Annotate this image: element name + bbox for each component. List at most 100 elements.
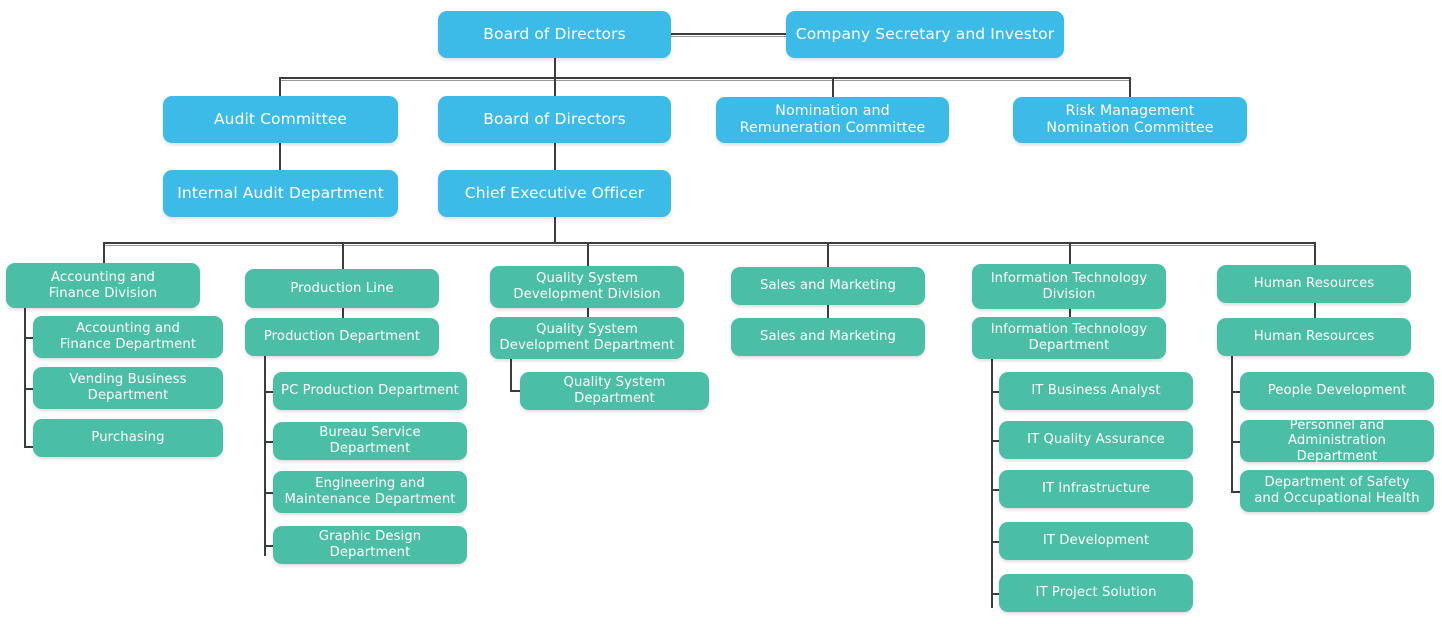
connector-committee-bus [279, 77, 1131, 79]
node-production-department[interactable]: Production Department [245, 318, 439, 356]
connector-quality-department-spine [510, 359, 512, 391]
node-label: Personnel and Administration Department [1246, 418, 1428, 465]
node-graphic-design-department[interactable]: Graphic Design Department [273, 526, 467, 564]
node-label-line-2: and Occupational Health [1254, 491, 1420, 506]
node-purchasing[interactable]: Purchasing [33, 419, 223, 457]
node-label: Graphic Design Department [318, 529, 422, 560]
node-production-line[interactable]: Production Line [245, 269, 439, 308]
connector-graphic-design-elbow [264, 545, 274, 547]
connector-it-development-elbow [991, 541, 1001, 543]
connector-drop-nomination [832, 77, 834, 97]
node-engineering-and-maintenance-department[interactable]: Engineering and Maintenance Department [273, 471, 467, 513]
node-human-resources-department[interactable]: Human Resources [1217, 318, 1411, 356]
node-label: Board of Directors [483, 110, 626, 129]
node-it-development[interactable]: IT Development [999, 522, 1193, 560]
node-chief-executive-officer[interactable]: Chief Executive Officer [438, 170, 671, 217]
node-accounting-and-finance-department[interactable]: Accounting and Finance Department [33, 316, 223, 358]
node-board-of-directors-second[interactable]: Board of Directors [438, 96, 671, 143]
connector-personnel-admin-elbow [1231, 441, 1241, 443]
node-quality-system-development-department[interactable]: Quality System Development Department [490, 317, 684, 359]
node-label-line-2: Department [1028, 338, 1110, 353]
connector-division-bus [103, 242, 1315, 244]
node-people-development[interactable]: People Development [1240, 372, 1434, 410]
node-information-technology-division[interactable]: Information Technology Division [972, 264, 1166, 309]
node-label-line-1: Quality System [536, 271, 638, 287]
node-label: Information Technology Division [978, 271, 1160, 302]
node-label: Quality System Department [563, 375, 666, 406]
node-it-project-solution[interactable]: IT Project Solution [999, 574, 1193, 612]
node-quality-system-development-division[interactable]: Quality System Development Division [490, 266, 684, 308]
node-audit-committee[interactable]: Audit Committee [163, 96, 398, 143]
node-label: PC Production Department [281, 383, 459, 399]
node-human-resources-division[interactable]: Human Resources [1217, 265, 1411, 303]
node-label-line-2: Administration Department [1288, 433, 1386, 464]
node-label: Sales and Marketing [760, 278, 896, 294]
node-label: Production Line [290, 280, 394, 296]
node-label-line-2: Remuneration Committee [739, 120, 926, 136]
connector-hr-division-to-department [1314, 302, 1316, 319]
node-personnel-and-administration-department[interactable]: Personnel and Administration Department [1240, 418, 1434, 465]
node-company-secretary-and-investor[interactable]: Company Secretary and Investor [786, 11, 1064, 58]
node-vending-business-department[interactable]: Vending Business Department [33, 367, 223, 409]
node-label-line-1: Personnel and [1289, 417, 1385, 433]
node-department-of-safety-and-occupational-health[interactable]: Department of Safety and Occupational He… [1240, 470, 1434, 512]
node-label-line-1: Information Technology [990, 322, 1148, 338]
connector-engineering-elbow [264, 492, 274, 494]
node-label: Information Technology Department [978, 322, 1160, 353]
node-information-technology-department[interactable]: Information Technology Department [972, 317, 1166, 359]
connector-accounting-dept-elbow [24, 337, 34, 339]
connector-drop-sales-division [827, 242, 829, 267]
connector-purchasing-elbow [24, 446, 34, 448]
connector-board-to-ceo [554, 143, 556, 170]
node-it-quality-assurance[interactable]: IT Quality Assurance [999, 421, 1193, 459]
node-label: IT Infrastructure [1041, 481, 1151, 497]
node-label: Production Department [263, 329, 421, 345]
connector-division-bus-shadow [103, 245, 1315, 246]
node-pc-production-department[interactable]: PC Production Department [273, 372, 467, 410]
node-label-line-2: Development Division [513, 287, 661, 302]
node-internal-audit-department[interactable]: Internal Audit Department [163, 170, 398, 217]
connector-sales-division-to-department [827, 305, 829, 318]
node-board-of-directors-top[interactable]: Board of Directors [438, 11, 671, 58]
node-label: Nomination and Remuneration Committee [722, 103, 943, 137]
node-label: Internal Audit Department [177, 184, 384, 203]
connector-board-to-secretary [671, 33, 786, 35]
node-label: Purchasing [91, 430, 165, 446]
node-nomination-and-remuneration-committee[interactable]: Nomination and Remuneration Committee [716, 97, 949, 143]
node-label: IT Business Analyst [1031, 383, 1161, 399]
node-accounting-and-finance-division[interactable]: Accounting and Finance Division [6, 263, 200, 308]
node-sales-and-marketing-division[interactable]: Sales and Marketing [731, 267, 925, 305]
node-label: Sales and Marketing [760, 329, 896, 345]
connector-drop-quality-division [587, 242, 589, 266]
connector-it-department-spine [991, 359, 993, 608]
node-label: IT Quality Assurance [1027, 432, 1165, 448]
node-label-line-2: Development Department [499, 338, 675, 353]
node-risk-management-nomination-committee[interactable]: Risk Management Nomination Committee [1013, 97, 1247, 143]
node-label-line-1: Engineering and [315, 476, 425, 492]
connector-drop-hr-division [1314, 242, 1316, 266]
connector-it-infrastructure-elbow [991, 489, 1001, 491]
node-label-line-1: Nomination and [775, 103, 890, 120]
node-quality-system-department[interactable]: Quality System Department [520, 372, 709, 410]
node-label-line-1: Quality System [536, 322, 638, 338]
node-label: Human Resources [1253, 276, 1375, 292]
node-label: IT Project Solution [1035, 585, 1157, 601]
node-label-line-1: Accounting and [75, 321, 181, 337]
connector-it-project-solution-elbow [991, 593, 1001, 595]
connector-quality-division-to-department [587, 305, 589, 317]
node-label-line-1: Information Technology [990, 270, 1148, 286]
connector-it-business-analyst-elbow [991, 391, 1001, 393]
node-label: Engineering and Maintenance Department [279, 476, 461, 507]
connector-drop-risk [1129, 77, 1131, 97]
node-label: People Development [1267, 383, 1407, 399]
node-label: IT Development [1042, 533, 1150, 549]
connector-board-to-secretary-shadow [671, 36, 786, 37]
node-label: Department of Safety and Occupational He… [1246, 475, 1428, 506]
node-it-infrastructure[interactable]: IT Infrastructure [999, 470, 1193, 508]
node-label: Quality System Development Department [496, 322, 678, 353]
node-bureau-service-department[interactable]: Bureau Service Department [273, 422, 467, 460]
connector-drop-audit-committee [279, 77, 281, 96]
node-it-business-analyst[interactable]: IT Business Analyst [999, 372, 1193, 410]
node-sales-and-marketing-department[interactable]: Sales and Marketing [731, 318, 925, 356]
